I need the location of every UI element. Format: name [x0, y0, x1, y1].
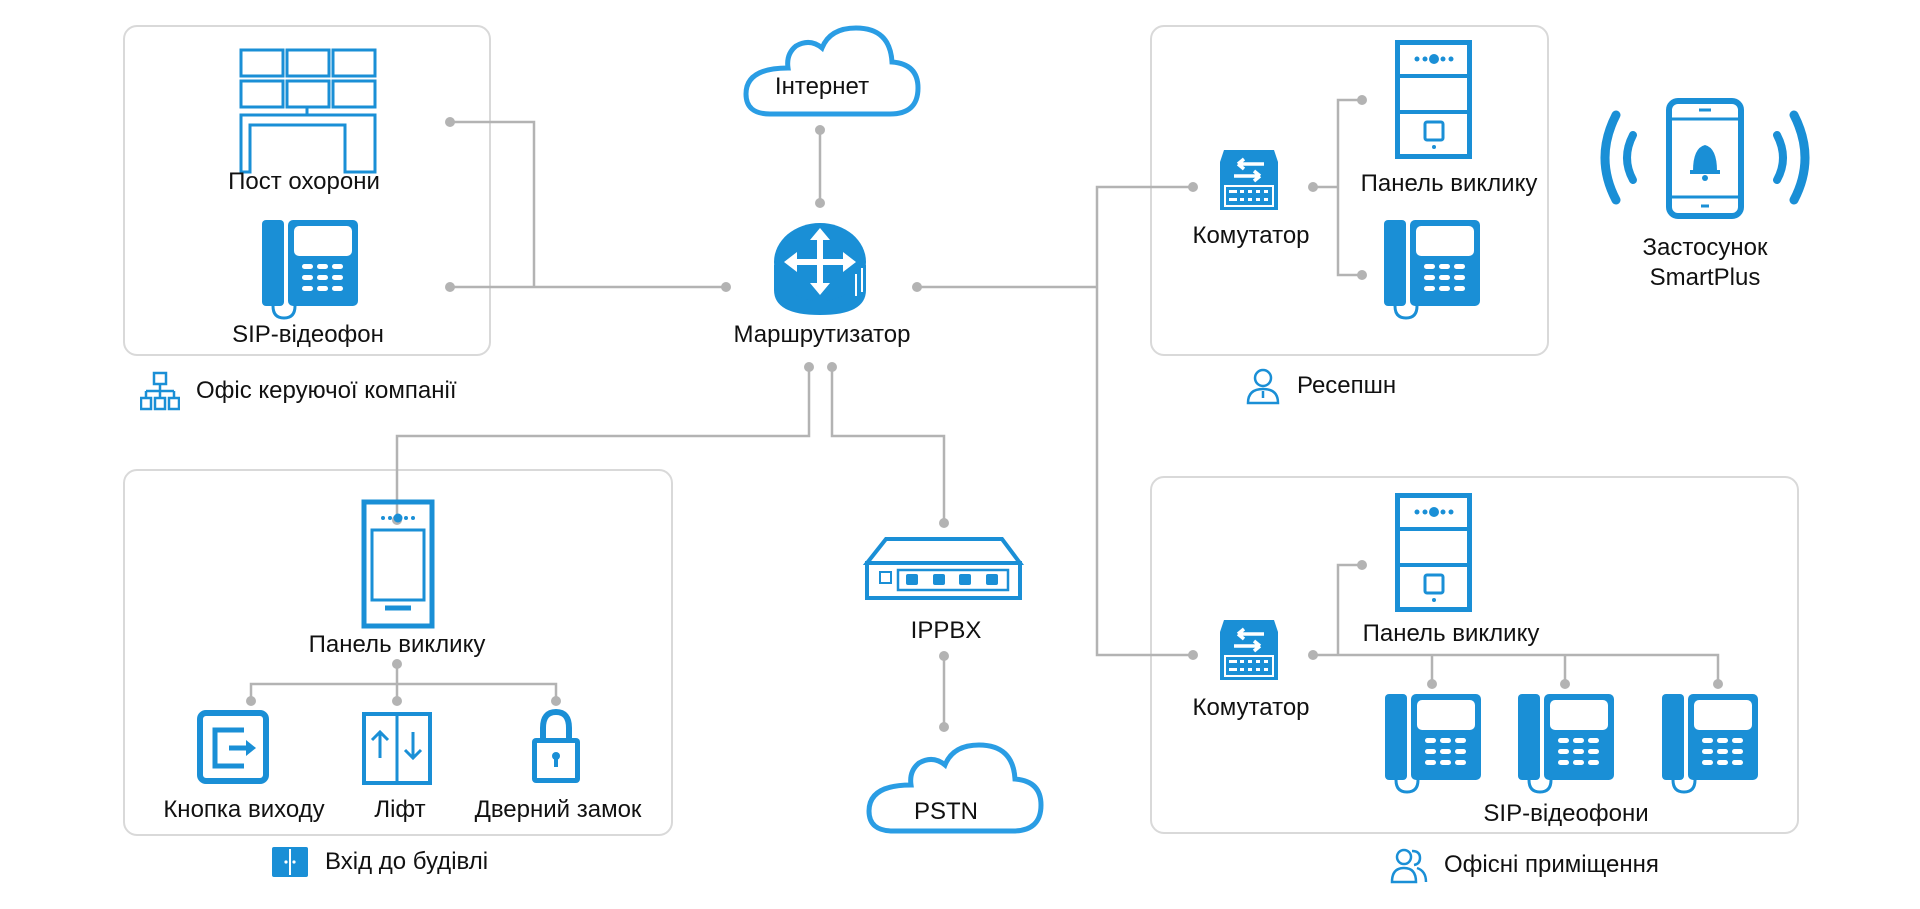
office-bus: [1313, 653, 1720, 684]
entrance-panel-label: Панель виклику: [308, 631, 486, 658]
office-panel-link: [1336, 563, 1362, 655]
dot: [721, 282, 731, 292]
dot: [912, 282, 922, 292]
entrance-tree-h: [249, 682, 558, 701]
building-entrance-title: Вхід до будівлі: [271, 846, 488, 878]
exit-button-label: Кнопка виходу: [163, 796, 325, 823]
management-office-title: Офіс керуючої компанії: [140, 371, 456, 411]
network-switch-icon: [1218, 618, 1280, 682]
dot: [1427, 679, 1437, 689]
reception-branch: [1336, 98, 1362, 277]
smartphone-ringing-icon: [1600, 98, 1810, 219]
router-label[interactable]: Маршрутизатор: [733, 321, 911, 348]
link-router-ippbx: [830, 367, 946, 523]
dot: [1560, 679, 1570, 689]
receptionist-icon: [1246, 368, 1280, 405]
office-premises-title-text: Офісні приміщення: [1444, 851, 1659, 878]
office-panel-label: Панель виклику: [1362, 620, 1540, 647]
dot: [1308, 182, 1318, 192]
double-door-icon: [272, 847, 308, 877]
ippbx-label[interactable]: IPPBX: [910, 617, 982, 644]
internet-cloud-icon: [746, 28, 918, 114]
elevator-label: Ліфт: [374, 796, 426, 823]
dot: [551, 696, 561, 706]
dot: [939, 722, 949, 732]
smartplus-label-line1: Застосунок: [1642, 234, 1768, 261]
desk-phone-icon: [1516, 692, 1616, 794]
security-desk-monitors-icon: [239, 48, 377, 174]
pbx-device-icon: [862, 537, 1024, 600]
office-premises-title: Офісні приміщення: [1390, 846, 1659, 884]
elevator-icon: [362, 712, 432, 785]
dot: [445, 117, 455, 127]
dot: [392, 696, 402, 706]
dot: [1188, 182, 1198, 192]
exit-button-icon: [197, 710, 269, 784]
right-trunk: [1095, 185, 1193, 657]
door-station-icon: [1398, 496, 1470, 610]
door-panel-screen-icon: [361, 499, 435, 629]
dot: [827, 362, 837, 372]
dot: [815, 198, 825, 208]
desk-phone-icon: [260, 218, 360, 320]
dot: [1357, 95, 1367, 105]
router-icon: [774, 223, 866, 315]
desk-phone-icon: [1383, 692, 1483, 794]
dot: [804, 362, 814, 372]
internet-label[interactable]: Інтернет: [774, 73, 870, 100]
reception-title: Ресепшн: [1245, 367, 1396, 405]
office-switch-label: Комутатор: [1192, 694, 1310, 721]
security-post-label: Пост охорони: [228, 168, 380, 195]
link-security-post: [450, 120, 536, 287]
reception-panel-label: Панель виклику: [1360, 170, 1538, 197]
dot: [1357, 560, 1367, 570]
dot: [939, 651, 949, 661]
door-station-icon: [1398, 43, 1470, 157]
management-office-title-text: Офіс керуючої компанії: [196, 377, 457, 404]
reception-title-text: Ресепшн: [1297, 372, 1397, 399]
office-phone-label: SIP-відеофон: [232, 321, 384, 348]
link-router-entrance: [395, 367, 811, 520]
dot: [1357, 270, 1367, 280]
dot: [1713, 679, 1723, 689]
pstn-label[interactable]: PSTN: [913, 798, 979, 825]
dot: [392, 659, 402, 669]
dot: [939, 518, 949, 528]
org-chart-icon: [140, 371, 180, 411]
people-icon: [1390, 848, 1428, 884]
network-switch-icon: [1218, 148, 1280, 212]
office-phones-label: SIP-відеофони: [1483, 800, 1649, 827]
desk-phone-icon: [1660, 692, 1760, 794]
reception-switch-label: Комутатор: [1192, 222, 1310, 249]
dot: [1188, 650, 1198, 660]
padlock-icon: [532, 708, 580, 783]
dot: [815, 125, 825, 135]
dot: [246, 696, 256, 706]
dot: [1308, 650, 1318, 660]
dot: [445, 282, 455, 292]
desk-phone-icon: [1382, 218, 1482, 320]
door-lock-label: Дверний замок: [474, 796, 642, 823]
building-entrance-title-text: Вхід до будівлі: [325, 848, 489, 875]
reception-box: [1150, 25, 1549, 356]
smartplus-label-line2: SmartPlus: [1649, 264, 1761, 291]
connection-lines: [249, 98, 1720, 727]
